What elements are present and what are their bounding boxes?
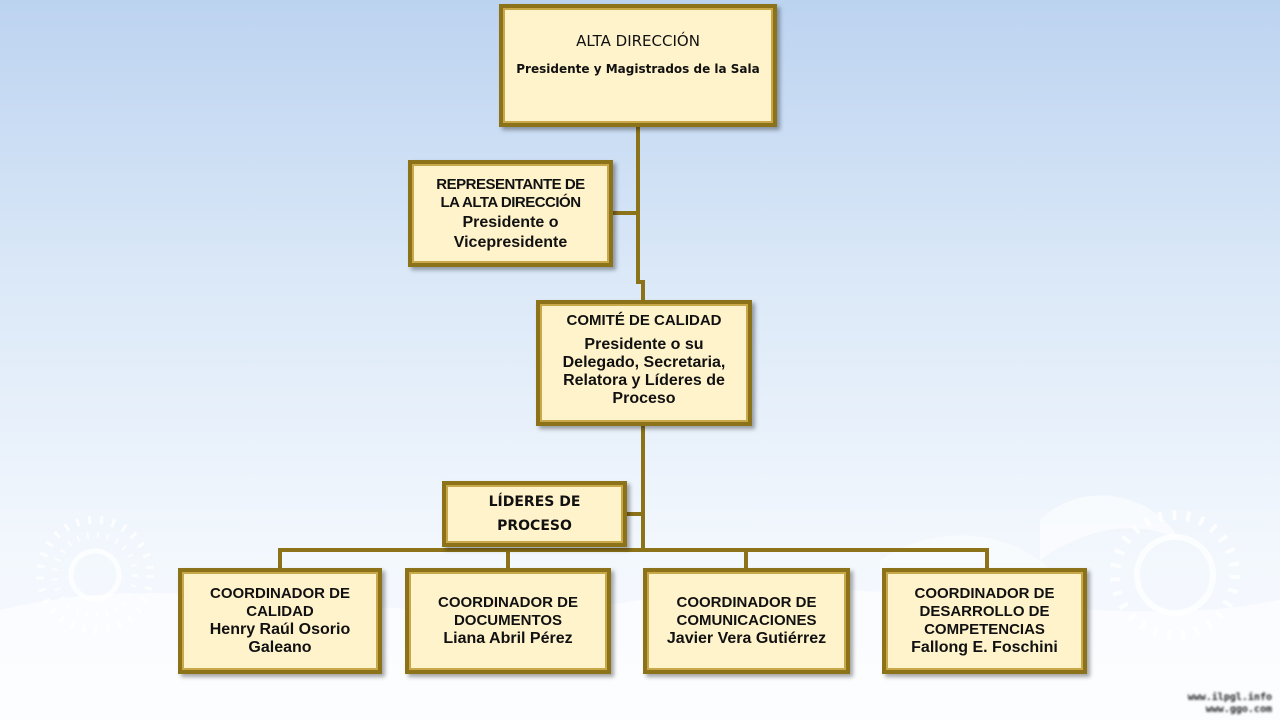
coordinator-line4: Galeano xyxy=(248,639,312,656)
comite-subtitle-line3: Relatora y Líderes de xyxy=(563,372,725,389)
watermark-line1: www.ilpgl.info xyxy=(1187,692,1272,703)
watermark-line2: www.ggo.com xyxy=(1205,704,1272,715)
lideres-line1: LÍDERES DE xyxy=(488,494,581,510)
comite-subtitle-line2: Delegado, Secretaria, xyxy=(562,354,726,371)
coordinator-line2: CALIDAD xyxy=(246,603,314,620)
representante-box: REPRESENTANTE DE LA ALTA DIRECCIÓN Presi… xyxy=(408,160,613,267)
comite-calidad-box: COMITÉ DE CALIDAD Presidente o su Delega… xyxy=(536,300,752,426)
alta-direccion-box: ALTA DIRECCIÓN Presidente y Magistrados … xyxy=(499,4,777,127)
coordinator-line3: Henry Raúl Osorio xyxy=(209,621,351,638)
representante-title-line1: REPRESENTANTE DE xyxy=(436,175,585,193)
coordinador-competencias-box: COORDINADOR DE DESARROLLO DE COMPETENCIA… xyxy=(882,568,1087,674)
representante-subtitle-line1: Presidente o xyxy=(462,213,559,231)
representante-title-line2: LA ALTA DIRECCIÓN xyxy=(440,193,581,211)
coordinador-calidad-box: COORDINADOR DE CALIDAD Henry Raúl Osorio… xyxy=(178,568,382,674)
comite-subtitle-line4: Proceso xyxy=(612,390,676,407)
coordinator-line1: COORDINADOR DE xyxy=(676,594,817,611)
comite-subtitle-line1: Presidente o su xyxy=(584,336,704,353)
coordinator-line3: Liana Abril Pérez xyxy=(443,630,573,647)
coordinador-documentos-box: COORDINADOR DE DOCUMENTOS Liana Abril Pé… xyxy=(405,568,611,674)
coordinator-line1: COORDINADOR DE xyxy=(437,594,578,611)
coordinador-comunicaciones-box: COORDINADOR DE COMUNICACIONES Javier Ver… xyxy=(643,568,850,674)
coordinator-line3: Javier Vera Gutiérrez xyxy=(666,630,827,647)
coordinator-line1: COORDINADOR DE xyxy=(209,585,350,602)
coordinator-line2: COMUNICACIONES xyxy=(676,612,817,629)
coordinator-line2: DESARROLLO DE xyxy=(919,603,1050,620)
coordinator-line1: COORDINADOR DE xyxy=(914,585,1055,602)
coordinator-line2: DOCUMENTOS xyxy=(453,612,563,629)
representante-subtitle-line2: Vicepresidente xyxy=(453,233,568,251)
lideres-proceso-box: LÍDERES DE PROCESO xyxy=(442,481,627,547)
coordinator-line3: COMPETENCIAS xyxy=(924,621,1045,638)
alta-direccion-subtitle: Presidente y Magistrados de la Sala xyxy=(516,62,760,76)
alta-direccion-title: ALTA DIRECCIÓN xyxy=(576,32,700,50)
lideres-line2: PROCESO xyxy=(497,518,572,534)
watermark: www.ilpgl.info www.ggo.com xyxy=(1188,692,1272,716)
comite-title: COMITÉ DE CALIDAD xyxy=(566,312,722,329)
coordinator-line4: Fallong E. Foschini xyxy=(911,639,1058,656)
